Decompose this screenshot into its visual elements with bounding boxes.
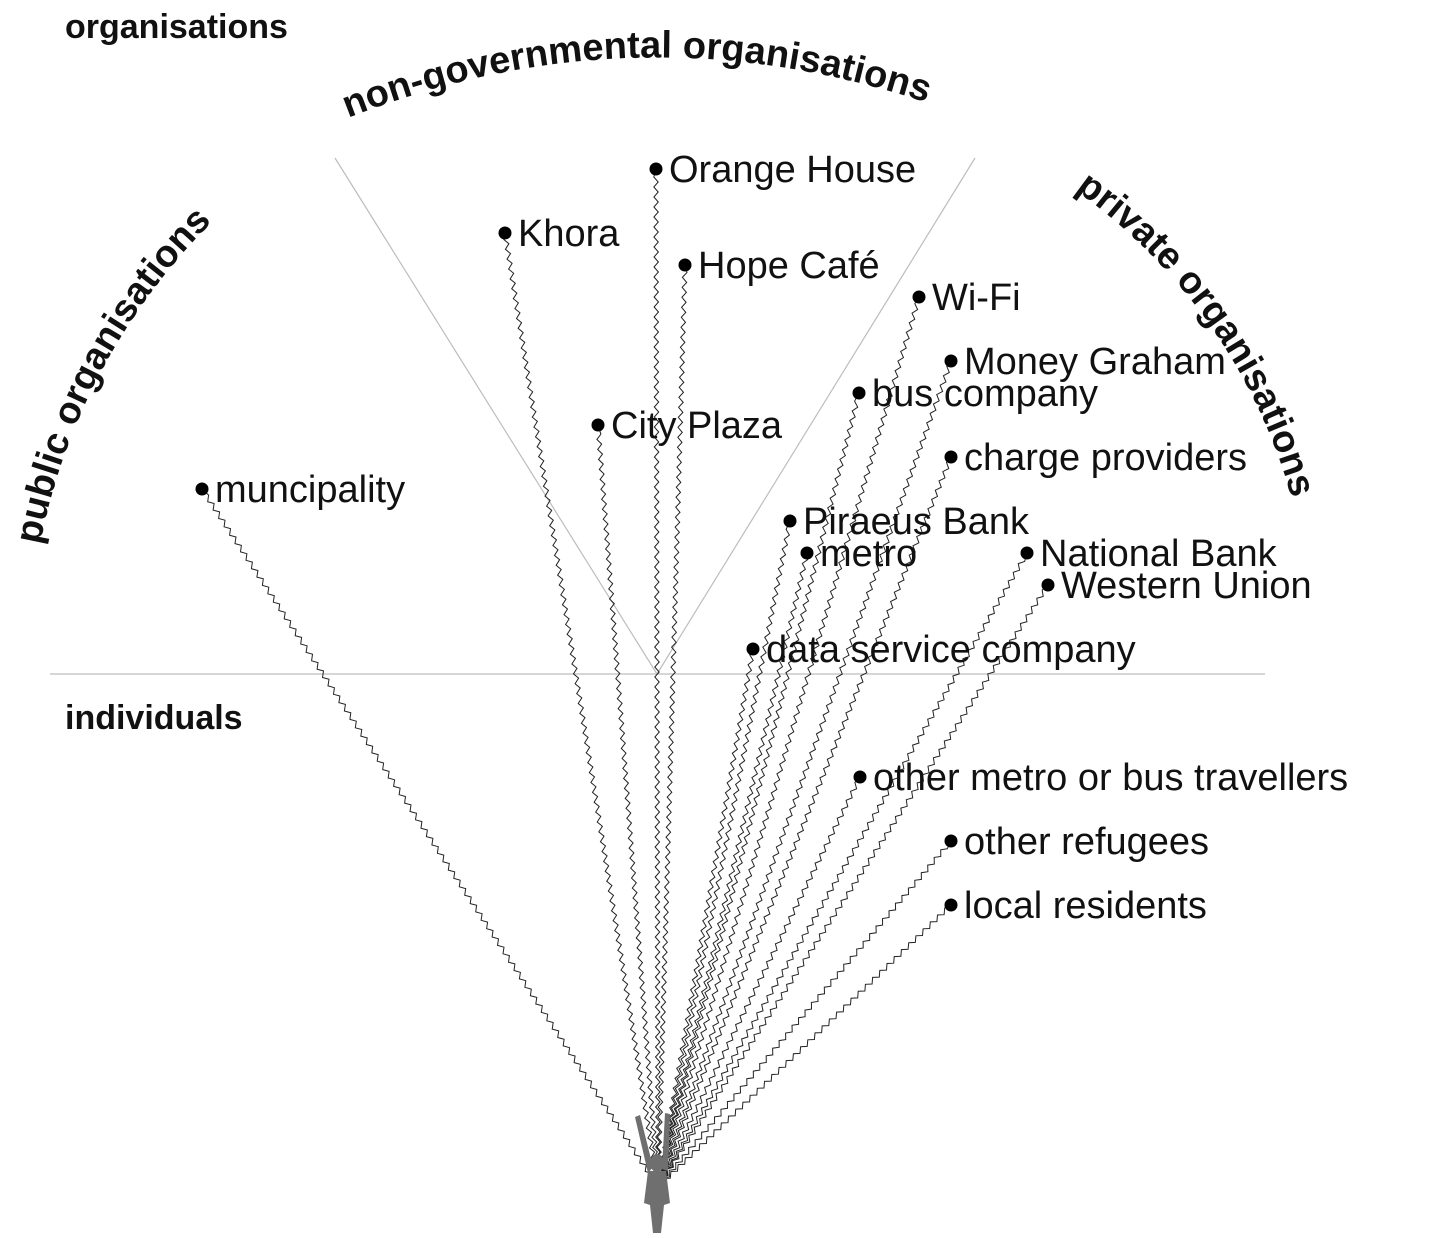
node-label: bus company — [872, 373, 1098, 415]
node-dot — [1020, 546, 1034, 560]
node-hope-cafe: Hope Café — [678, 245, 880, 287]
connection-line-hope-cafe — [655, 264, 688, 1188]
node-label: National Bank — [1040, 533, 1278, 575]
node-label: muncipality — [215, 469, 405, 511]
node-bus-company: bus company — [852, 373, 1098, 415]
connection-line-western-union — [657, 584, 1049, 1188]
connection-line-bus-company — [657, 392, 860, 1188]
node-dot — [746, 642, 760, 656]
node-piraeus-bank: Piraeus Bank — [783, 501, 1030, 543]
node-dot — [498, 226, 512, 240]
node-national-bank: National Bank — [1020, 533, 1278, 575]
node-label: local residents — [964, 885, 1207, 927]
individuals-title: individuals — [65, 699, 243, 737]
node-wi-fi: Wi-Fi — [912, 277, 1021, 319]
ngo-private-divider — [656, 157, 976, 675]
node-label: Money Graham — [964, 341, 1226, 383]
node-dot — [912, 290, 926, 304]
connection-line-money-graham — [657, 360, 952, 1188]
node-khora: Khora — [498, 213, 620, 255]
node-dot — [783, 514, 797, 528]
node-city-plaza: City Plaza — [591, 405, 783, 447]
connection-line-charge-providers — [657, 456, 952, 1188]
connection-line-khora — [503, 232, 660, 1188]
node-label: Wi-Fi — [932, 277, 1021, 319]
node-label: Khora — [518, 213, 620, 255]
organisations-title: organisations — [65, 8, 288, 46]
node-dot — [195, 482, 209, 496]
connection-line-other-refugees — [657, 840, 952, 1188]
node-other-refugees: other refugees — [944, 821, 1209, 863]
node-local-residents: local residents — [944, 885, 1207, 927]
node-dot — [944, 898, 958, 912]
connection-line-data-service-company — [656, 648, 754, 1188]
node-dot — [944, 450, 958, 464]
connection-line-piraeus-bank — [657, 520, 791, 1188]
connection-line-other-travellers — [657, 776, 861, 1188]
node-label: data service company — [766, 629, 1136, 671]
node-muncipality: muncipality — [195, 469, 405, 511]
node-label: Piraeus Bank — [803, 501, 1030, 543]
node-dot — [591, 418, 605, 432]
node-dot — [852, 386, 866, 400]
node-dot — [800, 546, 814, 560]
node-label: Hope Café — [698, 245, 880, 287]
node-label: other refugees — [964, 821, 1209, 863]
connection-line-orange-house — [653, 168, 661, 1188]
node-dot — [678, 258, 692, 272]
node-group: Orange House Khora Hope Café City Plaza … — [195, 149, 1348, 927]
node-dot — [649, 162, 663, 176]
node-label: charge providers — [964, 437, 1247, 479]
node-charge-providers: charge providers — [944, 437, 1247, 479]
ngo-title: non-governmental organisations — [336, 24, 936, 126]
node-metro: metro — [800, 533, 917, 575]
node-dot — [944, 354, 958, 368]
node-label: metro — [820, 533, 917, 575]
node-orange-house: Orange House — [649, 149, 916, 191]
ngo-label: non-governmental organisations — [336, 24, 936, 126]
node-dot — [1041, 578, 1055, 592]
node-dot — [944, 834, 958, 848]
node-western-union: Western Union — [1041, 565, 1312, 607]
connection-line-city-plaza — [596, 424, 661, 1188]
connection-lines — [201, 168, 1049, 1188]
connection-line-metro — [657, 552, 809, 1188]
connection-line-local-residents — [657, 904, 952, 1188]
connection-line-muncipality — [201, 488, 659, 1188]
node-label: Orange House — [669, 149, 916, 191]
node-dot — [853, 770, 867, 784]
node-label: City Plaza — [611, 405, 783, 447]
public-organisations-label: public organisations — [8, 199, 219, 547]
node-money-graham: Money Graham — [944, 341, 1226, 383]
public-organisations-title: public organisations — [8, 199, 219, 547]
node-label: Western Union — [1061, 565, 1312, 607]
public-ngo-divider — [334, 157, 658, 675]
node-other-travellers: other metro or bus travellers — [853, 757, 1348, 799]
connection-line-national-bank — [657, 552, 1028, 1188]
person-icon — [635, 1113, 670, 1233]
node-data-service-company: data service company — [746, 629, 1136, 671]
node-label: other metro or bus travellers — [873, 757, 1348, 799]
connection-line-wi-fi — [657, 296, 920, 1188]
